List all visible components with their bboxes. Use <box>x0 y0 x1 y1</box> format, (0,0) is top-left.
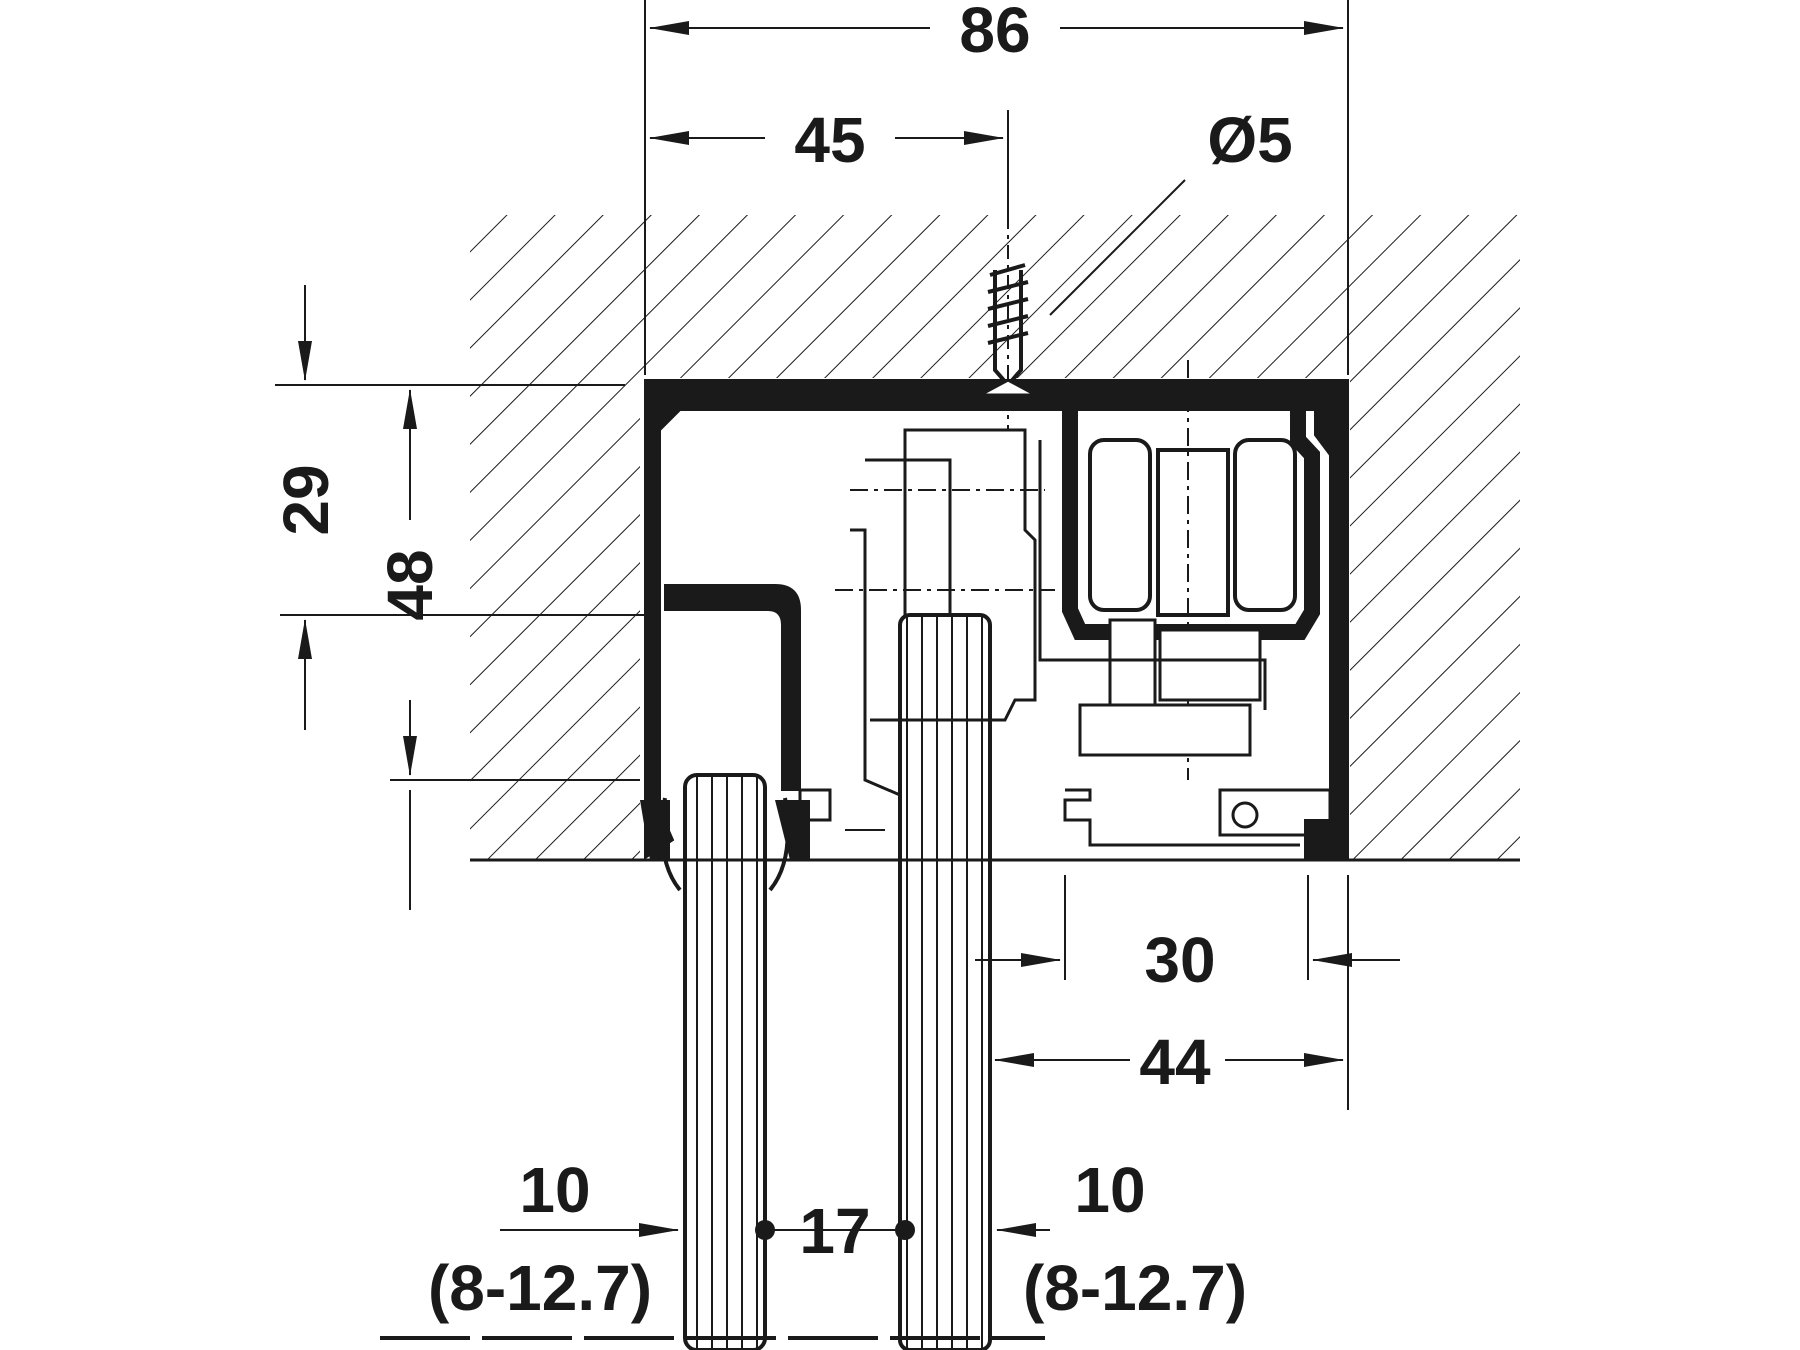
dimension-dot-right <box>895 1220 915 1240</box>
dimension-86: 86 <box>959 0 1030 66</box>
dimension-left-glass-nominal: 10 <box>519 1154 590 1226</box>
dimension-44: 44 <box>1139 1026 1211 1098</box>
dimension-48: 48 <box>374 549 446 620</box>
dimension-dot-left <box>755 1220 775 1240</box>
dimension-left-glass-range: (8-12.7) <box>428 1252 652 1324</box>
extension-lines <box>275 0 1349 1110</box>
dimension-17: 17 <box>799 1195 870 1267</box>
dimension-right-glass-range: (8-12.7) <box>1023 1252 1247 1324</box>
dimension-45: 45 <box>794 104 865 176</box>
glass-panel-left <box>640 773 810 1350</box>
glass-panel-right <box>898 613 992 1350</box>
dimension-diameter-5: Ø5 <box>1207 104 1292 176</box>
track-profile <box>644 360 1349 860</box>
mounting-screw <box>979 215 1037 430</box>
dimension-29: 29 <box>270 464 342 535</box>
dimension-right-glass-nominal: 10 <box>1074 1154 1145 1226</box>
dimension-30: 30 <box>1144 924 1215 996</box>
dimension-lines <box>298 20 1400 1237</box>
